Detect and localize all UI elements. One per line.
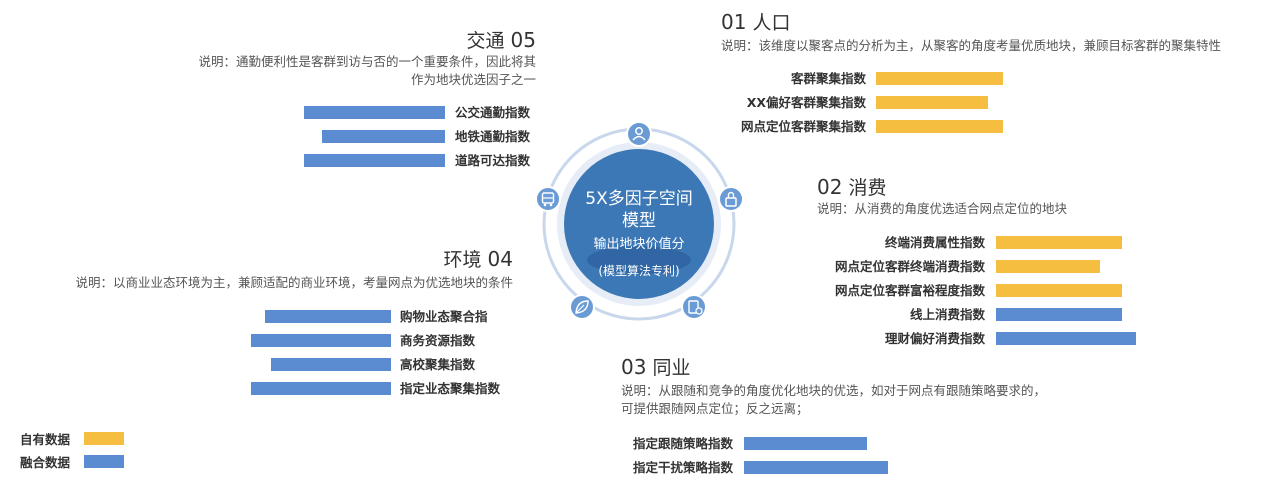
consumption-indicator-row: 终端消费属性指数 [0,235,1280,250]
consumption-indicator-label: 线上消费指数 [909,307,985,322]
traffic-indicator-bar [304,106,445,119]
legend-own-swatch [84,432,124,445]
traffic-indicator-row: 公交通勤指数 [0,105,1280,120]
traffic-indicator-label: 道路可达指数 [455,153,531,168]
peer-indicator-bar [744,437,867,450]
section-people-name: 人口 [752,12,791,34]
section-environment-num: 04 [487,247,513,271]
environment-indicator-label: 指定业态聚集指数 [400,381,501,396]
center-label: 5X多因子空间 模型 输出地块价值分 (模型算法专利) [564,188,714,281]
people-indicator-row: 客群聚集指数 [0,71,1280,86]
traffic-indicator-bar [304,154,445,167]
people-indicator-row: 网点定位客群聚集指数 [0,119,1280,134]
consumption-indicator-row: 网点定位客群富裕程度指数 [0,283,1280,298]
consumption-indicator-bar [996,284,1122,297]
peer-indicator-label: 指定干扰策略指数 [632,460,733,475]
section-traffic-desc-line2: 作为地块优选因子之一 [410,72,536,87]
center-title-line2: 模型 [622,211,656,231]
doc-icon [681,294,707,320]
environment-indicator-label: 高校聚集指数 [400,357,476,372]
section-people-num: 01 [721,10,747,34]
peer-indicator-bar [744,461,888,474]
environment-indicator-bar [251,334,391,347]
consumption-indicator-label: 网点定位客群终端消费指数 [834,259,985,274]
consumption-indicator-label: 终端消费属性指数 [884,235,985,250]
section-traffic-name: 交通 [466,30,505,52]
traffic-indicator-label: 公交通勤指数 [455,105,531,120]
consumption-indicator-bar [996,236,1122,249]
section-environment-name: 环境 [443,249,482,271]
legend-own-data: 自有数据 [20,429,130,447]
legend-fused-data: 融合数据 [20,452,130,470]
environment-indicator-bar [251,382,391,395]
section-peer-name: 同业 [652,357,691,379]
peer-indicator-row: 指定跟随策略指数 [0,436,1280,451]
legend-own-label: 自有数据 [20,432,71,447]
section-people-desc: 说明：该维度以聚客点的分析为主，从聚客的角度考量优质地块，兼顾目标客群的聚集特性 [721,38,1222,53]
consumption-indicator-label: 网点定位客群富裕程度指数 [834,283,985,298]
environment-indicator-bar [265,310,391,323]
environment-indicator-label: 商务资源指数 [400,333,476,348]
section-peer-desc-line2: 可提供跟随网点定位；反之远离； [621,401,809,416]
section-traffic-desc-line1: 说明：通勤便利性是客群到访与否的一个重要条件，因此将其 [198,54,536,69]
consumption-indicator-row: 线上消费指数 [0,307,1280,322]
section-traffic-num: 05 [510,28,536,52]
legend-fused-swatch [84,455,124,468]
people-indicator-label: XX偏好客群聚集指数 [746,95,866,110]
section-peer-desc-line1: 说明：从跟随和竞争的角度优化地块的优选，如对于网点有跟随策略要求的， [621,383,1047,398]
environment-indicator-bar [271,358,391,371]
center-shadow [587,246,691,274]
section-consumption-desc: 说明：从消费的角度优选适合网点定位的地块 [817,201,1068,216]
consumption-indicator-row: 网点定位客群终端消费指数 [0,259,1280,274]
person-icon [626,121,652,147]
people-indicator-bar [876,96,988,109]
traffic-indicator-label: 地铁通勤指数 [455,129,531,144]
environment-indicator-label: 购物业态聚合指 [400,309,488,324]
environment-indicator-row: 指定业态聚集指数 [0,381,1280,396]
traffic-indicator-row: 地铁通勤指数 [0,129,1280,144]
peer-indicator-row: 指定干扰策略指数 [0,460,1280,475]
section-consumption-num: 02 [817,175,843,199]
people-indicator-row: XX偏好客群聚集指数 [0,95,1280,110]
consumption-indicator-bar [996,332,1136,345]
environment-indicator-row: 购物业态聚合指 [0,309,1280,324]
consumption-indicator-bar [996,260,1100,273]
section-peer-num: 03 [621,355,647,379]
bus-icon [535,186,561,212]
people-indicator-bar [876,120,1003,133]
peer-indicator-label: 指定跟随策略指数 [632,436,733,451]
center-title-line1: 5X多因子空间 [585,189,693,209]
people-indicator-label: 网点定位客群聚集指数 [740,119,866,134]
people-indicator-bar [876,72,1003,85]
center-note: (模型算法专利) [598,264,680,278]
traffic-indicator-bar [322,130,445,143]
legend-fused-label: 融合数据 [20,455,71,470]
consumption-indicator-bar [996,308,1122,321]
consumption-indicator-row: 理财偏好消费指数 [0,331,1280,346]
center-subtitle: 输出地块价值分 [593,237,685,252]
section-environment-desc: 说明：以商业业态环境为主，兼顾适配的商业环境，考量网点为优选地块的条件 [75,275,513,290]
environment-indicator-row: 商务资源指数 [0,333,1280,348]
traffic-indicator-row: 道路可达指数 [0,153,1280,168]
leaf-icon [569,294,595,320]
people-indicator-label: 客群聚集指数 [790,71,866,86]
section-consumption-name: 消费 [848,177,887,199]
consumption-indicator-label: 理财偏好消费指数 [884,331,985,346]
bag-icon [718,186,744,212]
environment-indicator-row: 高校聚集指数 [0,357,1280,372]
